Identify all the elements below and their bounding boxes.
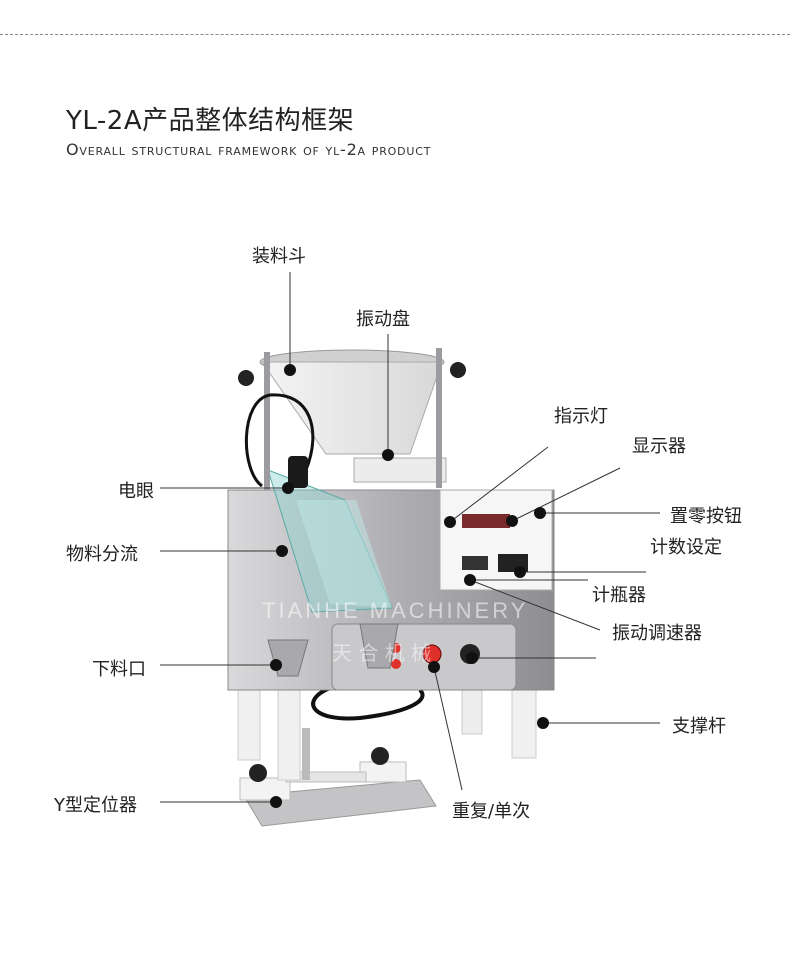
label-vibration-speed: 振动调速器: [612, 623, 702, 644]
bottle-counter-window: [462, 556, 488, 570]
label-vibration-plate: 振动盘: [356, 309, 410, 330]
marker-vibration-plate: [382, 449, 394, 461]
label-repeat-single: 重复/单次: [452, 801, 531, 822]
leader-display: [511, 467, 621, 522]
label-bottle-counter: 计瓶器: [592, 585, 646, 606]
marker-speed-knob: [466, 652, 478, 664]
marker-display: [506, 515, 518, 527]
leader-indicator-light: [449, 446, 549, 523]
page-title: YL-2A产品整体结构框架: [66, 106, 355, 136]
label-support-rod: 支撑杆: [672, 716, 726, 737]
marker-count-setting: [514, 566, 526, 578]
marker-electric-eye: [282, 482, 294, 494]
leader-vibration-speed: [469, 579, 601, 631]
label-hopper: 装料斗: [252, 246, 306, 267]
hopper-knob-left: [238, 370, 254, 386]
label-discharge-port: 下料口: [92, 659, 146, 680]
y-positioner-knob-right: [371, 747, 389, 765]
marker-repeat-single: [428, 661, 440, 673]
hopper-rod-left: [264, 352, 270, 490]
label-y-positioner: Y型定位器: [54, 795, 137, 816]
power-cable: [311, 686, 425, 721]
positioner-post: [302, 728, 310, 780]
hopper-funnel: [261, 361, 443, 455]
label-display: 显示器: [632, 436, 686, 457]
watermark-text: TIANHE MACHINERY: [262, 598, 528, 623]
counter-box: [439, 489, 553, 591]
label-count-setting: 计数设定: [650, 537, 722, 558]
hopper-rod-right: [436, 348, 442, 488]
discharge-cup-right: [359, 623, 399, 669]
electric-eye: [288, 456, 308, 488]
vibration-plate: [353, 457, 447, 483]
top-dashed-divider: [0, 34, 790, 35]
marker-material-split: [276, 545, 288, 557]
display-window: [462, 514, 510, 528]
watermark-text-cn: 天 合 机 械: [332, 641, 431, 665]
label-material-split: 物料分流: [66, 544, 138, 565]
marker-bottle-counter: [464, 574, 476, 586]
marker-hopper: [284, 364, 296, 376]
marker-support-rod: [537, 717, 549, 729]
y-positioner-block-left: [239, 777, 291, 801]
chute-tray: [296, 500, 392, 608]
label-electric-eye: 电眼: [118, 481, 154, 502]
page-subtitle: Overall structural framework of yl-2a pr…: [66, 140, 432, 159]
leader-repeat-single: [433, 666, 463, 791]
marker-discharge-port: [270, 659, 282, 671]
panel-lamp-2: [391, 659, 401, 669]
marker-y-positioner: [270, 796, 282, 808]
label-zero-button: 置零按钮: [670, 506, 742, 527]
marker-indicator-light: [444, 516, 456, 528]
hopper-knob-right: [450, 362, 466, 378]
marker-zero-button: [534, 507, 546, 519]
y-positioner-knob-left: [249, 764, 267, 782]
y-positioner-block-right: [359, 761, 407, 783]
label-indicator-light: 指示灯: [554, 406, 608, 427]
base-plate: [243, 779, 437, 827]
sensor-cable: [245, 393, 315, 488]
